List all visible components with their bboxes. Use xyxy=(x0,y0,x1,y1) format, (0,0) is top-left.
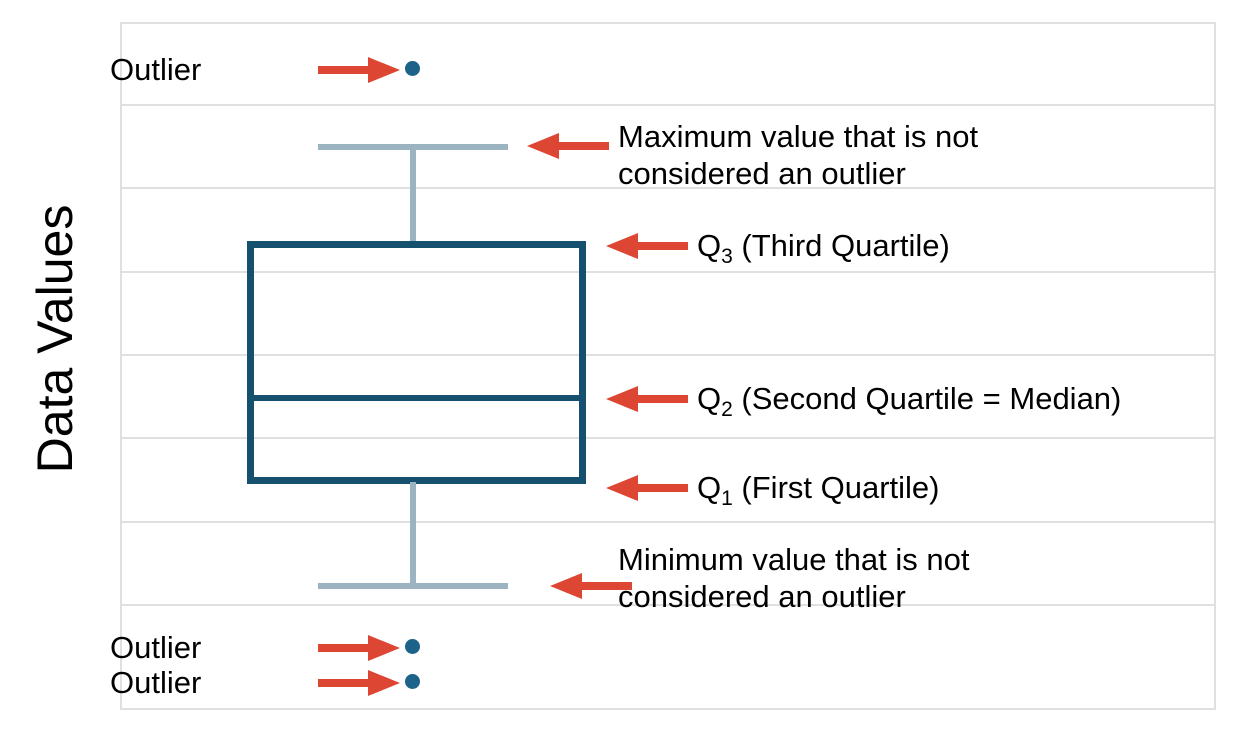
arrow-right-icon xyxy=(318,635,400,661)
q3-rest: (Third Quartile) xyxy=(732,228,950,263)
outlier-dot-top xyxy=(405,61,420,76)
q3-letter: Q xyxy=(697,228,722,263)
outlier-top-label: Outlier xyxy=(110,52,202,87)
arrow-left-icon xyxy=(606,386,688,412)
upper-whisker-stem xyxy=(410,147,416,245)
q1-annotation: Q1 (First Quartile) xyxy=(697,469,1117,509)
q2-annotation: Q2 (Second Quartile = Median) xyxy=(697,380,1167,420)
gridline xyxy=(120,271,1216,273)
median-line xyxy=(247,395,586,401)
arrow-left-icon xyxy=(527,133,609,159)
outlier-dot-bottom-1 xyxy=(405,639,420,654)
gridline xyxy=(120,521,1216,523)
gridline xyxy=(120,104,1216,106)
lower-whisker-cap xyxy=(318,583,508,589)
outlier-bottom-2-label: Outlier xyxy=(110,665,202,700)
arrow-right-icon xyxy=(318,57,400,83)
gridline xyxy=(120,354,1216,356)
arrow-left-icon xyxy=(606,233,688,259)
outlier-dot-bottom-2 xyxy=(405,674,420,689)
minimum-value-line-1: Minimum value that is not xyxy=(618,542,970,577)
q3-subscript: 3 xyxy=(721,245,733,269)
maximum-value-line-2: considered an outlier xyxy=(618,156,906,191)
upper-whisker-cap xyxy=(318,144,508,150)
q2-letter: Q xyxy=(697,381,722,416)
gridline xyxy=(120,437,1216,439)
arrow-left-icon xyxy=(550,573,632,599)
plot-area-border xyxy=(120,22,1216,710)
q1-letter: Q xyxy=(697,470,722,505)
gridline xyxy=(120,187,1216,189)
q1-rest: (First Quartile) xyxy=(732,470,940,505)
minimum-value-line-2: considered an outlier xyxy=(618,579,906,614)
q2-subscript: 2 xyxy=(721,398,733,422)
y-axis-title: Data Values xyxy=(27,204,83,474)
interquartile-box xyxy=(247,241,586,484)
arrow-left-icon xyxy=(606,475,688,501)
lower-whisker-stem xyxy=(410,482,416,586)
q2-rest: (Second Quartile = Median) xyxy=(732,381,1122,416)
q1-subscript: 1 xyxy=(721,487,733,511)
arrow-right-icon xyxy=(318,670,400,696)
outlier-bottom-1-label: Outlier xyxy=(110,630,202,665)
gridline xyxy=(120,604,1216,606)
maximum-value-line-1: Maximum value that is not xyxy=(618,119,979,154)
q3-annotation: Q3 (Third Quartile) xyxy=(697,227,1117,267)
